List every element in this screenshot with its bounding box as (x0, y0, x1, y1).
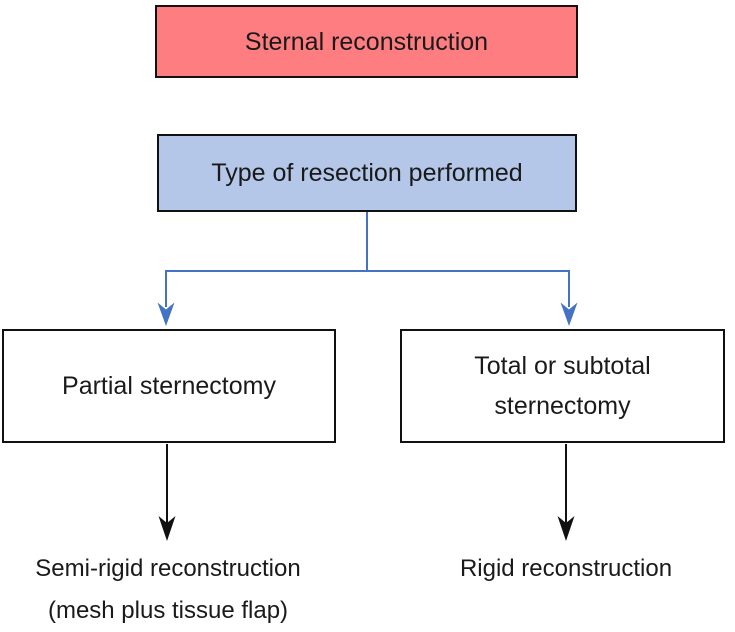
box-sternal-reconstruction: Sternal reconstruction (155, 5, 578, 78)
box-sternal-reconstruction-label: Sternal reconstruction (244, 27, 489, 56)
outcome-rigid: Rigid reconstruction (400, 548, 732, 590)
arrowhead-down-icon (158, 516, 176, 541)
arrowhead-down-icon (157, 302, 175, 326)
box-total-subtotal-sternectomy-label: Total or subtotal sternectomy (474, 352, 651, 420)
outcome-semi-rigid-line1: Semi-rigid reconstruction (35, 555, 301, 582)
box-type-of-resection-label: Type of resection performed (211, 159, 523, 187)
outcome-semi-rigid-line2: (mesh plus tissue flap) (47, 597, 289, 624)
outcome-rigid-line1: Rigid reconstruction (459, 555, 673, 582)
box-type-of-resection: Type of resection performed (157, 134, 577, 212)
box-partial-sternectomy-label: Partial sternectomy (62, 372, 276, 400)
arrowhead-down-icon (560, 302, 578, 326)
box-partial-sternectomy: Partial sternectomy (2, 329, 336, 443)
outcome-semi-rigid: Semi-rigid reconstruction (mesh plus tis… (0, 548, 336, 632)
arrowhead-down-icon (557, 516, 575, 541)
box-total-subtotal-sternectomy: Total or subtotal sternectomy (400, 329, 725, 443)
